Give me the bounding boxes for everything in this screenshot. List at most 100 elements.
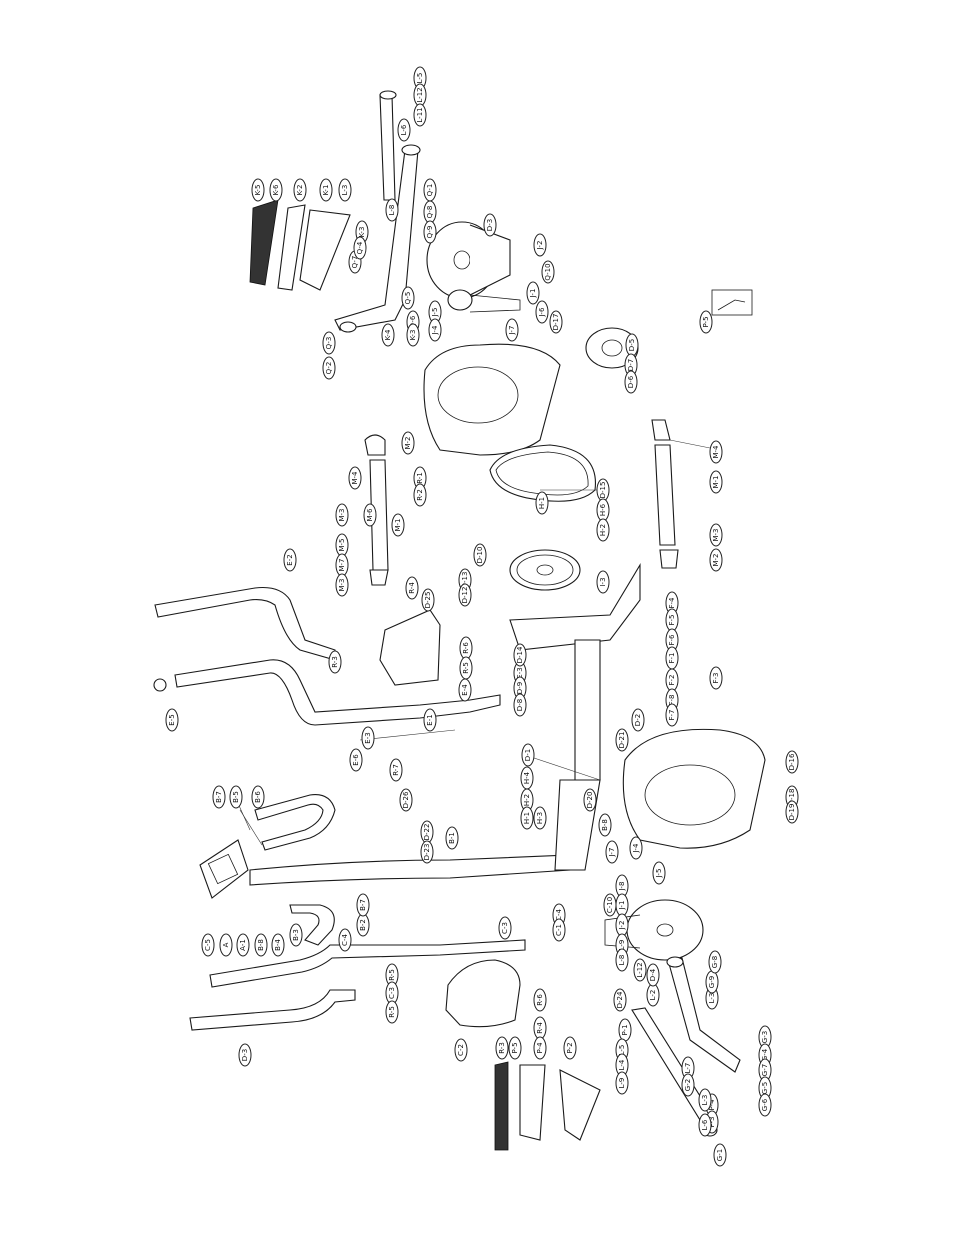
label-text: D-18 [788,789,796,806]
part-label: B-4 [271,933,285,957]
part-label: Q-10 [541,260,555,284]
label-circle [165,708,179,732]
label-text: D-24 [616,991,624,1008]
part-label: H-4 [520,766,534,790]
label-text: B-3 [292,929,300,941]
label-text: C-2 [457,1044,465,1056]
lower-handlebar [189,939,526,1031]
label-text: J-6 [538,307,546,317]
label-text: F-3 [712,672,720,683]
label-text: K-4 [384,329,392,340]
label-text: B-8 [601,819,609,831]
label-text: P-4 [536,1042,544,1054]
part-label: L-12 [633,958,647,982]
label-text: P-5 [702,316,710,327]
part-label: B-5 [229,785,243,809]
label-text: Q-3 [325,337,333,350]
label-text: H-2 [599,524,607,536]
label-text: D-1 [524,749,532,761]
label-circle [615,948,629,972]
part-label: L-12 [413,83,427,107]
part-label: B-7 [356,893,370,917]
label-text: E-2 [286,554,294,565]
lower-foot-pedal [494,1061,601,1151]
label-text: F-1 [668,652,676,663]
label-circle [428,318,442,342]
part-label: G-6 [758,1093,772,1117]
label-text: R-7 [392,764,400,776]
label-circle [229,785,243,809]
upper-handlebar [154,586,336,661]
label-text: R-4 [536,1022,544,1034]
label-circle [361,726,375,750]
label-text: J-8 [618,882,626,892]
label-text: B-4 [274,939,282,951]
label-circle [613,988,627,1012]
part-label: J-5 [652,861,666,885]
part-label: D-12 [458,583,472,607]
part-label: M-2 [709,548,723,572]
label-circle [236,933,250,957]
label-circle [319,178,333,202]
label-text: G-8 [711,956,719,968]
label-circle [526,281,540,305]
label-text: M-1 [394,518,402,531]
part-label: L-8 [615,948,629,972]
label-text: M-7 [338,558,346,571]
label-text: E-4 [461,684,469,696]
label-circle [454,1038,468,1062]
part-label: R-4 [533,1016,547,1040]
fan-wheel [509,549,581,591]
label-circle [397,118,411,142]
label-circle [399,788,413,812]
label-text: G-2 [684,1079,692,1091]
part-label: E-5 [165,708,179,732]
label-text: D-22 [423,824,431,841]
part-label: R-4 [405,576,419,600]
label-text: F-8 [668,694,676,705]
label-text: F-4 [668,597,676,609]
label-circle [521,743,535,767]
label-circle [533,233,547,257]
label-text: E-3 [516,667,524,678]
label-text: D-23 [423,844,431,861]
part-label: L-6 [698,1113,712,1137]
part-label: D-9 [513,676,527,700]
label-text: C-3 [388,987,396,999]
part-label: C-3 [498,916,512,940]
label-circle [338,928,352,952]
label-circle [254,933,268,957]
label-text: L-8 [388,205,396,216]
label-circle [615,1071,629,1095]
label-text: K-3 [358,227,366,238]
label-text: D-6 [627,375,635,388]
label-text: A-1 [239,939,247,951]
label-text: H-3 [536,812,544,824]
part-label: D-6 [624,370,638,394]
label-text: J-1 [618,901,626,911]
label-circle [385,1000,399,1024]
part-label: I-3 [596,570,610,594]
part-label: L-8 [385,198,399,222]
part-label: B-7 [212,785,226,809]
upper-pulley [447,289,521,313]
label-circle [633,958,647,982]
label-circle [238,1043,252,1067]
part-label: J-6 [535,300,549,324]
part-label: F-7 [665,703,679,727]
part-label: B-3 [289,923,303,947]
part-label: R-3 [495,1036,509,1060]
part-label: L-9 [615,1071,629,1095]
label-circle [708,950,722,974]
label-circle [552,918,566,942]
label-text: K-5 [254,185,262,196]
label-text: R-3 [498,1042,506,1054]
part-label: J-1 [615,893,629,917]
part-label: H-1 [520,806,534,830]
part-label: C-4 [338,928,352,952]
part-label: L-3 [705,986,719,1010]
label-circle [405,576,419,600]
part-label: L-5 [413,66,427,90]
part-label: P-5 [699,310,713,334]
part-label: C-2 [454,1038,468,1062]
